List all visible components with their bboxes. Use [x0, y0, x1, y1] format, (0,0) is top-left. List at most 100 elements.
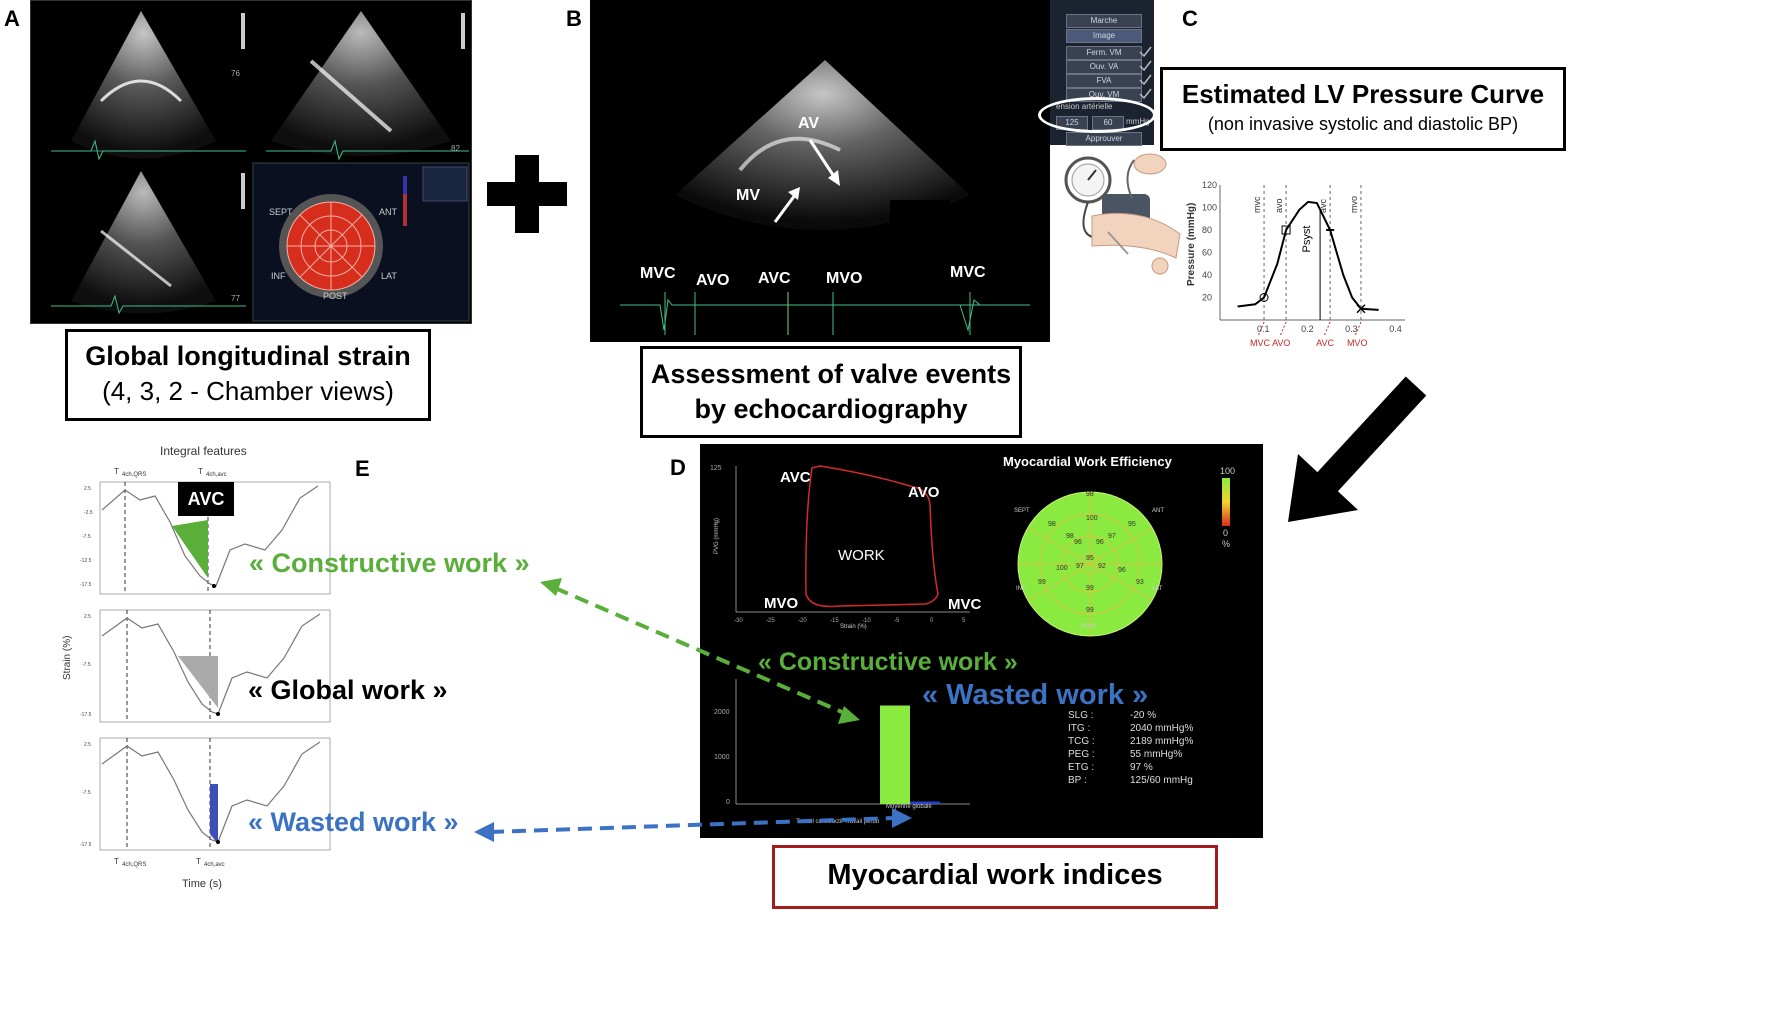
svg-text:4ch,avc: 4ch,avc — [204, 862, 225, 868]
loop-label-work: WORK — [838, 547, 885, 564]
svg-text:-17.5: -17.5 — [80, 582, 92, 588]
svg-text:76: 76 — [231, 69, 240, 78]
pressure-ylabel: Pressure (mmHg) — [1186, 202, 1197, 286]
menu-ouv-va[interactable]: Ouv. VA — [1066, 60, 1142, 74]
pressure-ytick: 60 — [1202, 248, 1212, 258]
event-mvc-2: MVC — [950, 264, 986, 281]
bar-xlabel: Moyenne globale — [886, 804, 932, 810]
svg-text:95: 95 — [1128, 521, 1136, 528]
svg-text:-12.5: -12.5 — [80, 558, 92, 564]
svg-text:-25: -25 — [766, 618, 775, 624]
check-icons — [1139, 46, 1152, 100]
panel-e-wasted-label: « Wasted work » — [248, 807, 459, 837]
svg-text:T: T — [196, 857, 201, 866]
svg-text:100: 100 — [1086, 515, 1098, 522]
svg-text:-2.5: -2.5 — [84, 510, 93, 516]
menu-fva[interactable]: FVA — [1066, 74, 1142, 88]
pressure-vertical-label: avo — [1274, 198, 1284, 213]
loop-label-mvc: MVC — [948, 596, 982, 613]
event-avo: AVO — [696, 272, 730, 289]
bar-chart-group — [880, 705, 940, 804]
psyst-label: Psyst — [1301, 226, 1313, 253]
pressure-ytick: 20 — [1202, 293, 1212, 303]
event-avc: AVC — [758, 270, 791, 287]
pressure-ytick: 100 — [1202, 203, 1217, 213]
pressure-marker-tick — [1354, 321, 1362, 337]
panel-c-subtitle: (non invasive systolic and diastolic BP) — [1207, 114, 1519, 134]
panel-c-title-box: Estimated LV Pressure Curve (non invasiv… — [1160, 67, 1566, 151]
panel-a-letter: A — [4, 6, 20, 31]
svg-text:T: T — [114, 467, 119, 476]
pressure-ytick: 120 — [1202, 180, 1217, 190]
pressure-ytick: 80 — [1202, 225, 1212, 235]
pressure-vertical-label: mvc — [1252, 196, 1262, 213]
svg-text:2000: 2000 — [714, 709, 730, 716]
svg-text:92: 92 — [1098, 563, 1106, 570]
panel-c-letter: C — [1182, 6, 1198, 31]
svg-text:-5: -5 — [894, 618, 900, 624]
efficiency-title: Myocardial Work Efficiency — [1003, 454, 1172, 469]
pressure-marker-tick — [1279, 321, 1287, 337]
stat-etg: ETG :97 % — [1068, 762, 1153, 773]
pressure-curve-line — [1237, 200, 1379, 311]
bullseye-label-inf: INF — [271, 271, 286, 281]
menu-marche[interactable]: Marche — [1066, 14, 1142, 28]
pressure-vertical-label: mvo — [1349, 196, 1359, 213]
mv-label: MV — [736, 187, 760, 204]
svg-text:98: 98 — [1086, 491, 1094, 498]
pressure-point-avo — [1281, 225, 1291, 235]
scale-top: 100 — [1220, 466, 1236, 476]
svg-text:4ch,QRS: 4ch,QRS — [122, 862, 146, 868]
loop-ylabel: PVG (mmHg) — [714, 518, 720, 554]
loop-label-avc: AVC — [780, 469, 811, 486]
panel-b-title-2: by echocardiography — [694, 394, 968, 424]
panel-d-letter: D — [670, 455, 686, 480]
svg-text:0: 0 — [726, 799, 730, 806]
svg-text:-7.5: -7.5 — [82, 790, 91, 796]
svg-text:2.5: 2.5 — [84, 614, 91, 620]
panel-e-xlabel: Time (s) — [182, 878, 222, 890]
bullseye-label-ant: ANT — [379, 207, 397, 217]
bullseye-post: POST — [1081, 624, 1098, 630]
panel-b-sector — [620, 60, 1030, 335]
panel-b-letter: B — [566, 6, 582, 31]
svg-text:4ch,avc: 4ch,avc — [206, 472, 227, 478]
pressure-vertical-label: avc — [1318, 198, 1328, 213]
stat-peg: PEG :55 mmHg% — [1068, 749, 1183, 760]
approve-button[interactable]: Approuver — [1066, 132, 1142, 146]
svg-text:97: 97 — [1076, 563, 1084, 570]
stat-tcg: TCG :2189 mmHg% — [1068, 736, 1194, 747]
svg-text:98: 98 — [1066, 533, 1074, 540]
panel-d-wasted-label: « Wasted work » — [922, 679, 1149, 711]
pressure-xtick: 0.2 — [1301, 324, 1314, 334]
svg-text:96: 96 — [1074, 539, 1082, 546]
pressure-event-marker: MVC — [1250, 338, 1271, 348]
pv-loop — [805, 465, 939, 608]
svg-text:0: 0 — [930, 618, 934, 624]
svg-text:-17.5: -17.5 — [80, 842, 92, 848]
pressure-event-marker: AVC — [1316, 338, 1334, 348]
stat-slg: SLG :-20 % — [1068, 710, 1157, 721]
svg-text:82: 82 — [451, 144, 460, 153]
arrow-down-left-icon — [1288, 376, 1427, 522]
panel-e-ylabel: Strain (%) — [62, 635, 73, 680]
menu-ferm-vm[interactable]: Ferm. VM — [1066, 46, 1142, 60]
panel-e-title: Integral features — [160, 444, 247, 458]
pressure-ytick: 40 — [1202, 270, 1212, 280]
svg-text:T: T — [198, 467, 203, 476]
pressure-xtick: 0.1 — [1257, 324, 1270, 334]
bar-wasted — [910, 801, 940, 804]
menu-image[interactable]: Image — [1066, 29, 1142, 43]
scale-unit: % — [1222, 539, 1231, 549]
svg-text:T: T — [114, 857, 119, 866]
panel-d-constructive-label: « Constructive work » — [758, 648, 1018, 676]
pressure-point-mvc — [1259, 293, 1269, 302]
panel-a-caption: Global longitudinal strain (4, 3, 2 - Ch… — [65, 329, 431, 421]
svg-text:96: 96 — [1096, 539, 1104, 546]
pressure-event-marker: AVO — [1272, 338, 1290, 348]
event-mvc-1: MVC — [640, 265, 676, 282]
pressure-xtick: 0.4 — [1389, 324, 1402, 334]
bullseye-inf: INF — [1016, 586, 1026, 592]
